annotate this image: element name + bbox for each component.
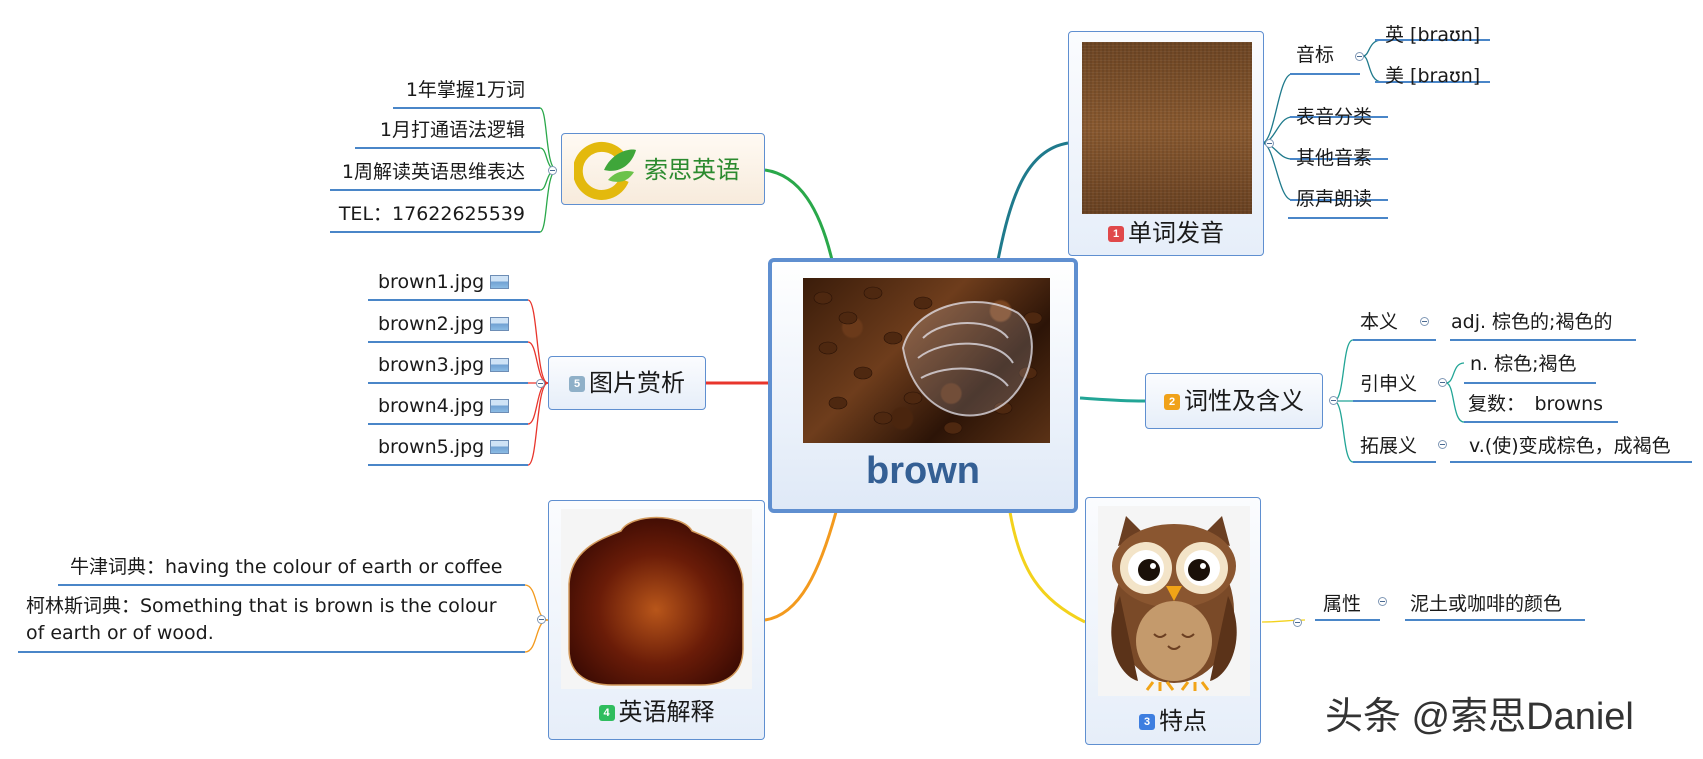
collapse-toggle-pronunciation[interactable]	[1265, 139, 1274, 148]
collapse-toggle-extended[interactable]	[1438, 378, 1447, 387]
branch-meaning	[1079, 396, 1146, 403]
owl-image	[1098, 506, 1250, 696]
meaning-extended-value-2[interactable]: 复数： browns	[1468, 393, 1604, 415]
meaning-expanded-value[interactable]: v.(使)变成棕色，成褐色	[1469, 435, 1671, 457]
meaning-expanded-label[interactable]: 拓展义	[1360, 435, 1418, 457]
brand-item-4[interactable]: TEL：17622625539	[338, 203, 525, 225]
topic-number-badge: 2	[1164, 394, 1180, 410]
collapse-toggle-meaning[interactable]	[1329, 396, 1338, 405]
central-topic-title: brown	[866, 450, 980, 492]
central-topic[interactable]: brown	[768, 258, 1078, 513]
topic-features-label: 特点	[1159, 707, 1207, 735]
features-attribute-label[interactable]: 属性	[1323, 593, 1362, 615]
brand-name: 索思英语	[644, 156, 740, 184]
meaning-basic-label[interactable]: 本义	[1360, 311, 1399, 333]
image-file-icon	[490, 440, 510, 454]
brown-badge-image	[561, 509, 752, 689]
picture-file-5[interactable]: brown5.jpg	[378, 435, 510, 459]
picture-file-1[interactable]: brown1.jpg	[378, 270, 510, 294]
pronunciation-other[interactable]: 其他音素	[1296, 147, 1373, 169]
pronunciation-reading[interactable]: 原声朗读	[1296, 188, 1373, 210]
collapse-toggle-attribute[interactable]	[1378, 597, 1387, 606]
pronunciation-phonetic[interactable]: 音标	[1296, 44, 1335, 66]
branch-brand	[764, 168, 834, 261]
definition-oxford[interactable]: 牛津词典：having the colour of earth or coffe…	[70, 556, 503, 578]
features-attribute-value[interactable]: 泥土或咖啡的颜色	[1410, 593, 1563, 615]
topic-number-badge: 1	[1108, 226, 1124, 242]
topic-pronunciation-label: 单词发音	[1128, 219, 1224, 247]
collapse-toggle-definitions[interactable]	[537, 615, 546, 624]
image-file-icon	[490, 275, 510, 289]
image-file-icon	[490, 399, 510, 413]
paper-texture-image	[1082, 42, 1252, 214]
topic-definitions-label: 英语解释	[618, 698, 715, 726]
picture-file-2[interactable]: brown2.jpg	[378, 312, 510, 336]
collapse-toggle-basic[interactable]	[1420, 317, 1429, 326]
brand-item-1[interactable]: 1年掌握1万词	[405, 79, 525, 101]
topic-number-badge: 3	[1139, 714, 1155, 730]
definition-collins-line-2[interactable]: of earth or of wood.	[26, 622, 214, 644]
topic-number-badge: 5	[569, 376, 585, 392]
topic-brand[interactable]: 索思英语	[561, 133, 765, 205]
image-file-icon	[490, 358, 510, 372]
coffee-beans-image	[803, 278, 1050, 443]
brown-gradient-shape-icon	[568, 516, 744, 686]
branch-definitions	[764, 511, 838, 622]
definition-collins-line-1[interactable]: 柯林斯词典：Something that is brown is the col…	[26, 595, 497, 617]
topic-meaning-label: 词性及含义	[1184, 387, 1304, 415]
image-file-icon	[490, 317, 510, 331]
watermark: 头条 @索思Daniel	[1325, 696, 1634, 738]
collapse-toggle-pictures[interactable]	[536, 379, 545, 388]
collapse-toggle-features[interactable]	[1293, 618, 1302, 627]
topic-pictures-label: 图片赏析	[589, 369, 685, 397]
phonetic-uk[interactable]: 英 [braʊn]	[1385, 24, 1481, 46]
picture-file-4[interactable]: brown4.jpg	[378, 394, 510, 418]
collapse-toggle-expanded[interactable]	[1438, 440, 1447, 449]
glass-jar-icon	[813, 286, 1043, 435]
meaning-basic-value[interactable]: adj. 棕色的;褐色的	[1451, 311, 1613, 333]
collapse-toggle-phonetic[interactable]	[1355, 52, 1364, 61]
topic-number-badge: 4	[598, 705, 615, 721]
phonetic-us[interactable]: 美 [braʊn]	[1385, 65, 1481, 87]
meaning-extended-label[interactable]: 引申义	[1360, 373, 1418, 395]
owl-icon	[1111, 516, 1237, 691]
meaning-extended-value-1[interactable]: n. 棕色;褐色	[1470, 353, 1577, 375]
brand-item-2[interactable]: 1月打通语法逻辑	[379, 119, 525, 141]
brand-logo-icon	[574, 141, 636, 200]
picture-file-3[interactable]: brown3.jpg	[378, 353, 510, 377]
branch-features	[1008, 511, 1086, 624]
branch-pronunciation	[996, 141, 1069, 261]
pronunciation-category[interactable]: 表音分类	[1296, 106, 1373, 128]
brand-item-3[interactable]: 1周解读英语思维表达	[341, 161, 525, 183]
collapse-toggle-brand[interactable]	[548, 166, 557, 175]
